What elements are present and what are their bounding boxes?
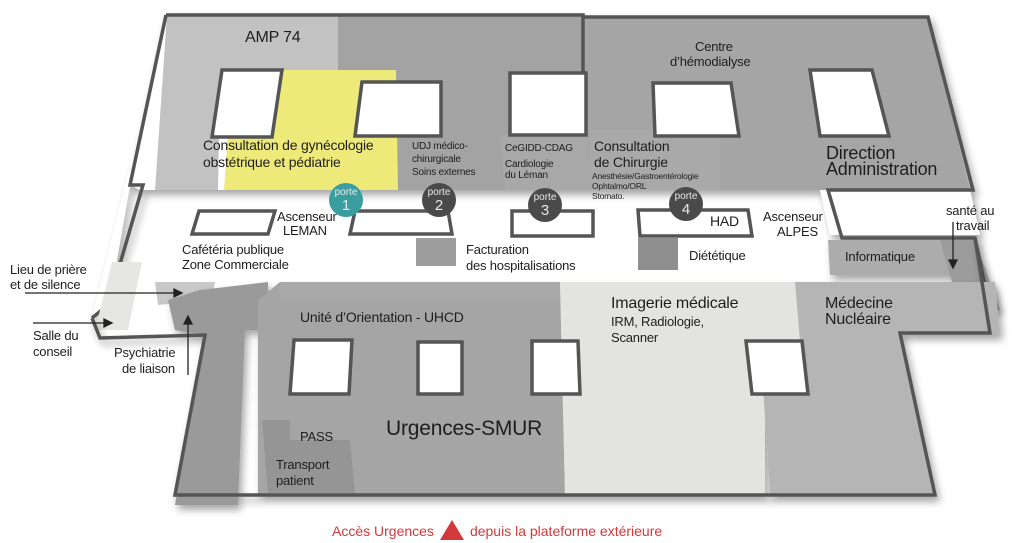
label-udj-1: UDJ médico-	[412, 141, 468, 152]
access-after-text: depuis la plateforme extérieure	[469, 523, 663, 539]
zone-priere	[95, 262, 142, 330]
label-udj-2: chirurgicale	[412, 154, 461, 165]
label-imagerie-1: Imagerie médicale	[611, 295, 739, 312]
ascenseur-alpes-area	[820, 190, 980, 235]
label-sante-1: santé au	[946, 203, 995, 218]
label-medecine-2: Nucléaire	[825, 311, 891, 328]
courtyards-lower	[288, 338, 810, 396]
courtyards-upper	[189, 68, 892, 238]
label-chir-2: de Chirurgie	[594, 154, 668, 170]
courtyard-8	[530, 339, 582, 396]
label-chir-sub-2: Ophtalmo/ORL	[592, 181, 647, 191]
label-imagerie-3: Scanner	[611, 330, 659, 345]
porte-3-marker[interactable]: porte 3	[528, 188, 562, 222]
access-before-text: Accès Urgences	[332, 523, 434, 539]
label-cegidd: CeGIDD-CDAG	[505, 143, 573, 154]
label-udj-3: Soins externes	[412, 167, 476, 178]
label-priere-2: et de silence	[10, 277, 81, 292]
access-urgences-note: Accès Urgences depuis la plateforme extér…	[332, 520, 662, 540]
porte-1-marker[interactable]: porte 1	[329, 183, 363, 217]
label-priere-1: Lieu de prière	[10, 262, 87, 277]
courtyard-5	[807, 68, 892, 138]
label-cardio-2: du Léman	[505, 170, 548, 181]
porte-2-number: 2	[434, 197, 444, 214]
access-triangle-icon	[439, 520, 464, 540]
label-gyneco-2: obstétrique et pédiatrie	[203, 154, 341, 170]
label-asc-alpes-2: ALPES	[777, 224, 818, 239]
porte-1-number: 1	[341, 197, 351, 214]
label-amp74: AMP 74	[245, 29, 301, 46]
label-chir-sub-3: Stomato.	[592, 191, 625, 201]
label-direction-1: Direction	[826, 143, 896, 163]
label-hemo-1: Centre	[695, 39, 733, 54]
label-asc-alpes-1: Ascenseur	[763, 209, 823, 224]
label-direction-2: Administration	[826, 159, 938, 179]
label-cafet-1: Cafétéria publique	[182, 242, 284, 257]
porte-4-word: porte	[674, 191, 698, 202]
arrow-sante-head	[947, 259, 959, 270]
label-psy-1: Psychiatrie	[114, 345, 176, 360]
porte-3-number: 3	[540, 202, 550, 219]
zone-amp74	[155, 15, 340, 190]
zone-medecine	[760, 282, 1000, 495]
label-urgences: Urgences-SMUR	[386, 417, 543, 440]
arrows	[25, 222, 959, 375]
label-cardio-1: Cardiologie	[505, 159, 554, 170]
courtyard-9	[744, 339, 810, 396]
label-salle-2: conseil	[33, 344, 73, 359]
label-asc-leman-1: Ascenseur	[277, 209, 337, 224]
arrow-salle-head	[103, 317, 114, 329]
courtyard-3	[508, 71, 588, 137]
lower-wing	[90, 237, 1000, 505]
corridor-box-had	[636, 208, 755, 238]
label-chir-1: Consultation	[594, 138, 670, 154]
pass-block	[262, 420, 355, 493]
label-asc-leman-2: LEMAN	[283, 223, 327, 238]
label-psy-2: de liaison	[122, 361, 175, 376]
zone-uhcd	[280, 282, 560, 300]
zone-psy	[168, 282, 270, 505]
zone-informatique	[828, 240, 965, 275]
label-informatique: Informatique	[845, 249, 915, 264]
lower-outline	[90, 237, 993, 497]
label-imagerie-2: IRM, Radiologie,	[611, 314, 704, 329]
zone-chirurgie	[590, 130, 720, 190]
label-uhcd: Unité d’Orientation - UHCD	[300, 309, 464, 325]
courtyard-6	[288, 338, 354, 396]
label-pass: PASS	[300, 429, 333, 444]
label-had: HAD	[710, 213, 739, 229]
courtyard-1	[209, 68, 285, 139]
label-medecine-1: Médecine	[825, 295, 893, 312]
label-chir-sub-1: Anesthésie/Gastroentérologie	[592, 171, 699, 181]
porte-2-marker[interactable]: porte 2	[422, 183, 456, 217]
courtyard-2	[353, 80, 443, 138]
porte-1-word: porte	[334, 187, 358, 198]
label-hemo-2: d’hémodialyse	[670, 54, 751, 69]
porte-4-number: 4	[681, 201, 691, 218]
label-salle-1: Salle du	[33, 328, 79, 343]
porte-3-word: porte	[533, 192, 557, 203]
courtyard-4	[651, 81, 742, 138]
block-dietetique	[638, 238, 678, 270]
label-sante-2: travail	[956, 218, 990, 233]
label-gyneco-1: Consultation de gynécologie	[203, 137, 374, 153]
porte-4-marker[interactable]: porte 4	[669, 187, 703, 221]
zone-imagerie	[560, 282, 800, 495]
courtyard-7	[416, 340, 464, 396]
corridor-box-2	[347, 209, 455, 236]
block-facturation	[416, 238, 456, 266]
label-dietetique: Diététique	[689, 248, 746, 263]
label-cafet-2: Zone Commerciale	[182, 257, 289, 272]
label-factu-1: Facturation	[466, 242, 529, 257]
zone-cegidd	[500, 135, 590, 190]
arrow-psy-head	[182, 314, 194, 325]
porte-2-word: porte	[427, 187, 451, 198]
corridor-box-1	[189, 209, 278, 236]
arrow-priere-head	[173, 287, 184, 299]
label-factu-2: des hospitalisations	[466, 258, 576, 273]
label-transport-1: Transport	[276, 457, 330, 472]
label-transport-2: patient	[276, 473, 314, 488]
